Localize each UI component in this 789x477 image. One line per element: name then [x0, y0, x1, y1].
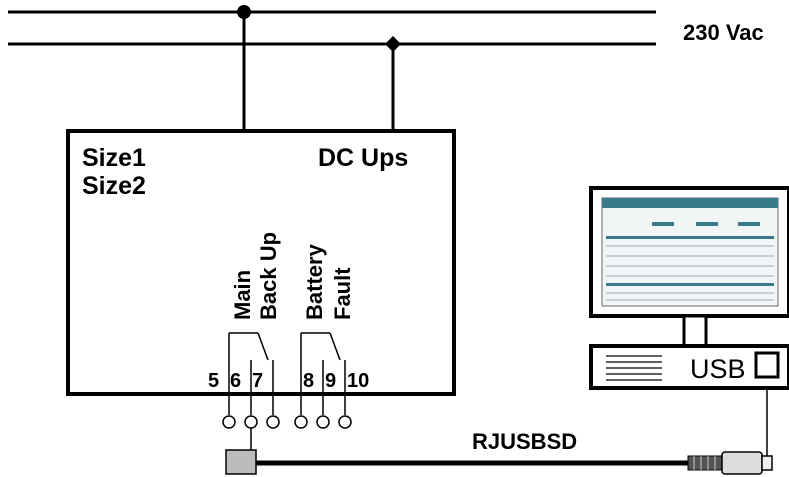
terminal-screw-10 [338, 415, 352, 429]
terminal-label-9: 9 [325, 370, 336, 392]
computer-monitor [589, 186, 789, 348]
battery-relay-label: Battery [302, 243, 327, 320]
computer-base: USB [589, 344, 789, 390]
rj-connector [225, 449, 257, 475]
main-backup-relay-contact [228, 332, 274, 415]
size1-label: Size1 [82, 144, 146, 172]
usb-port-label: USB [690, 354, 746, 384]
terminal-label-5: 5 [208, 370, 219, 392]
cable-label: RJUSBSD [472, 429, 577, 454]
terminal-screw-8 [294, 415, 308, 429]
terminal-screw-7 [266, 415, 280, 429]
terminal-screw-6 [244, 415, 258, 429]
screen-header-bar [602, 198, 778, 208]
supply-label: 230 Vac [683, 20, 764, 45]
main-relay-label: Main [230, 270, 255, 320]
fault-relay-label: Fault [330, 267, 355, 320]
terminal-label-8: 8 [303, 370, 314, 392]
ups-box [66, 129, 456, 396]
terminal-label-6: 6 [230, 370, 241, 392]
terminal-screw-9 [316, 415, 330, 429]
terminal-block [222, 415, 352, 429]
size2-label: Size2 [82, 172, 146, 200]
battery-fault-relay-contact [300, 332, 346, 415]
terminal-label-10: 10 [347, 370, 369, 392]
backup-relay-label: Back Up [256, 232, 281, 320]
monitor-screen [601, 197, 779, 307]
usb-port-icon [754, 351, 780, 379]
ups-title: DC Ups [318, 144, 408, 172]
terminal-label-7: 7 [252, 370, 263, 392]
monitor-stand [682, 314, 708, 348]
terminal-screw-5 [222, 415, 236, 429]
usb-plug [687, 451, 773, 475]
